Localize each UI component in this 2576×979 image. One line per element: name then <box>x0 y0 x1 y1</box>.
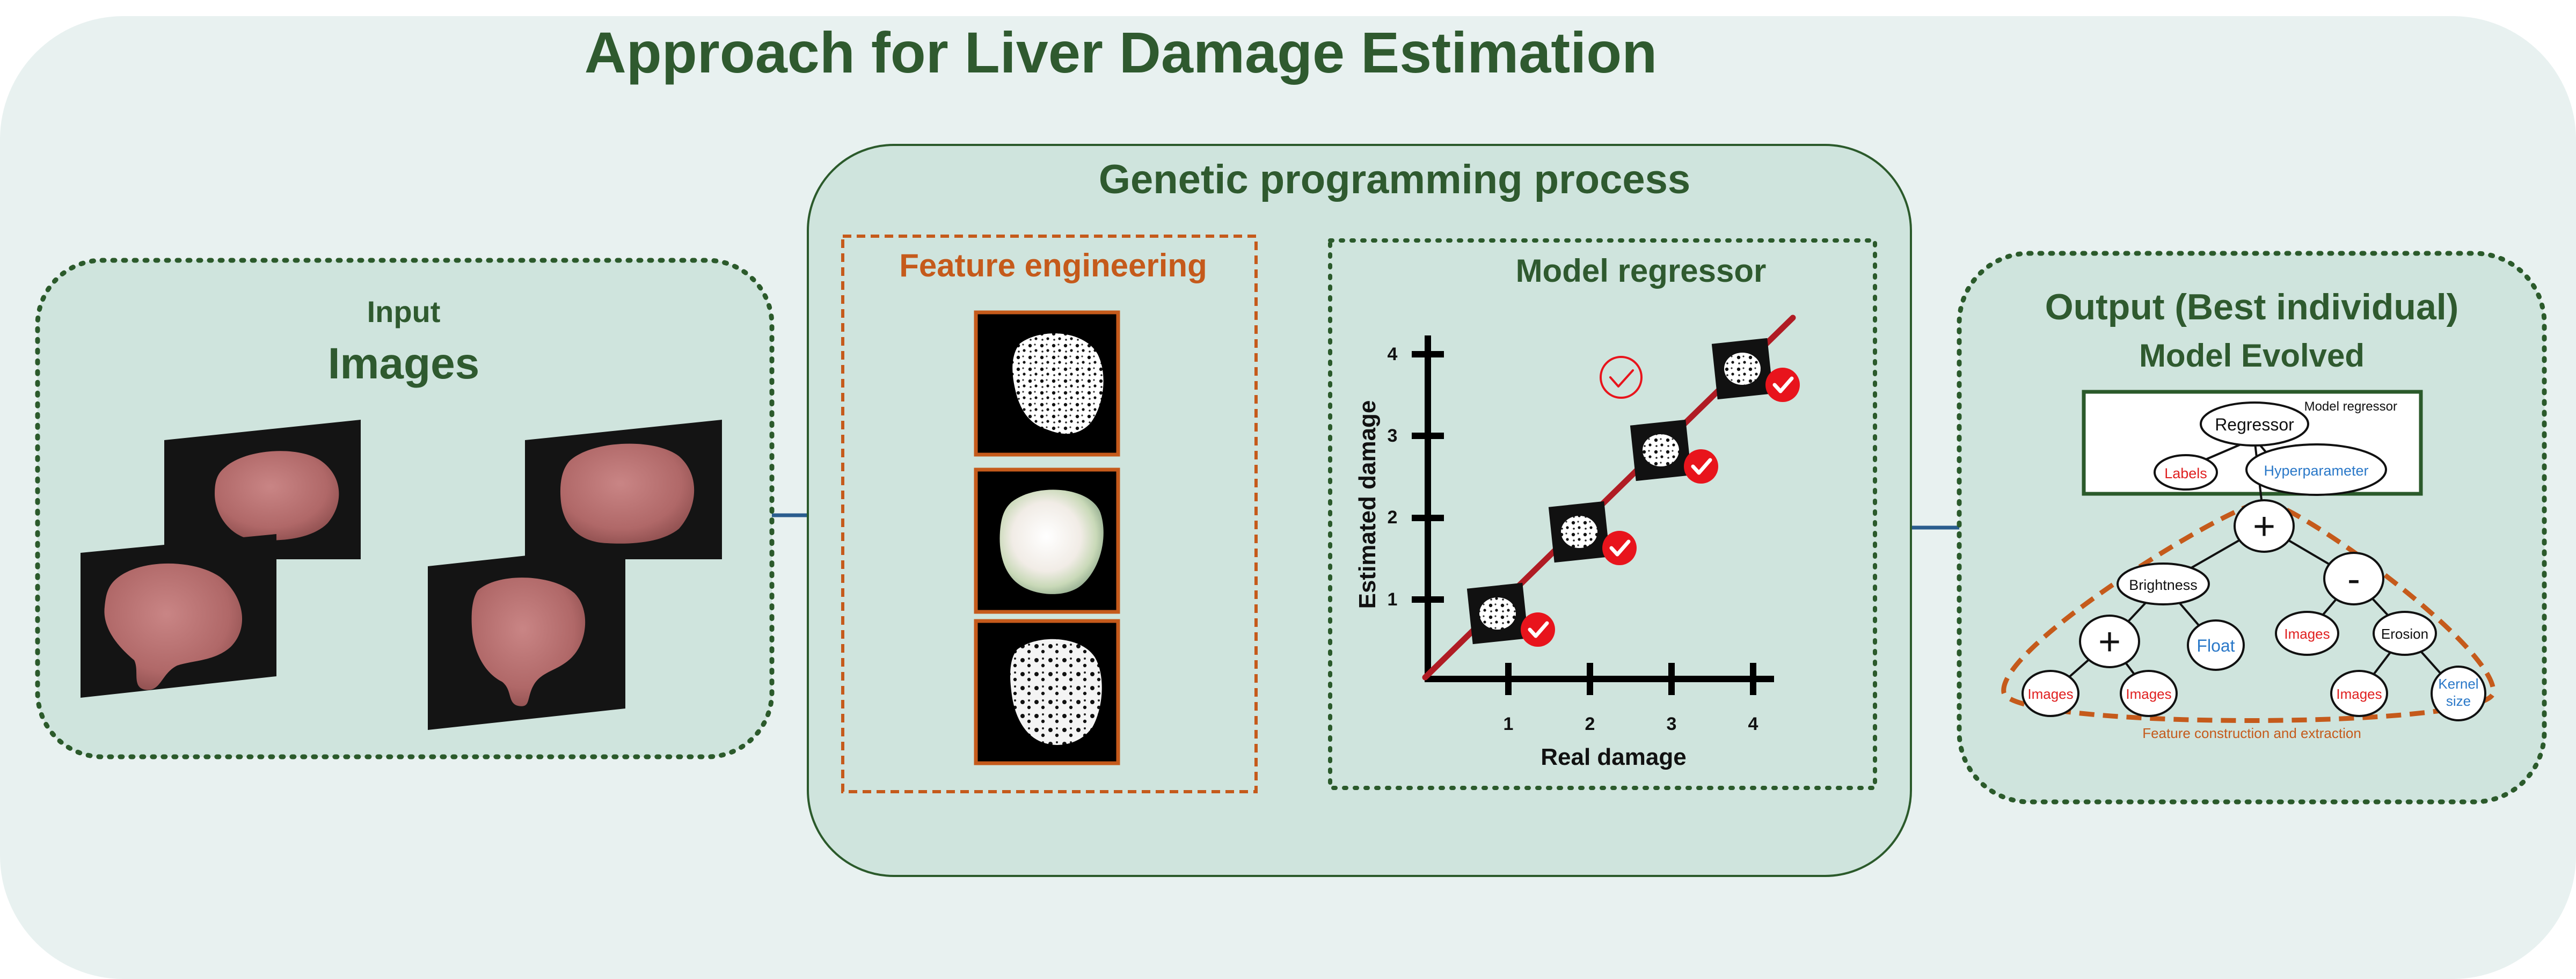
point-liver-texture <box>1724 353 1761 385</box>
labels-node-label: Labels <box>2164 465 2207 481</box>
point-liver-texture <box>1479 597 1516 630</box>
y-tick-label: 1 <box>1388 589 1398 610</box>
float-node <box>2187 619 2245 671</box>
regressor-node-label: Regressor <box>2215 415 2294 434</box>
hyperparameter-node-label: Hyperparameter <box>2264 463 2368 479</box>
kernel-size-node <box>2431 666 2486 721</box>
input-label: Input <box>367 295 441 328</box>
erosion-node-label: Erosion <box>2381 626 2428 642</box>
plus-root-node <box>2234 499 2295 553</box>
images-node-label: Images <box>2126 686 2171 702</box>
minus-node-label: - <box>2347 558 2360 601</box>
x-tick-label: 1 <box>1504 714 1514 734</box>
chart-point <box>1711 338 1800 402</box>
point-liver-texture <box>1643 434 1679 466</box>
y-tick-label: 4 <box>1388 344 1398 364</box>
feature-image-1 <box>974 310 1120 457</box>
regressor-subtree-box: Model regressor Regressor Labels Hyperpa… <box>2082 390 2423 524</box>
brightness-node-label: Brightness <box>2129 577 2198 593</box>
images-node <box>2022 670 2079 717</box>
y-axis-title: Estimated damage <box>1354 400 1381 609</box>
x-tick-label: 4 <box>1748 714 1758 734</box>
y-tick-label: 2 <box>1388 507 1398 528</box>
chart-point <box>1548 501 1637 565</box>
plus-child-node <box>2079 615 2140 668</box>
check-mark-icon <box>1772 376 1794 393</box>
check-badge-icon <box>1521 612 1555 647</box>
check-mark-icon <box>1528 621 1549 638</box>
labels-node <box>2154 454 2218 491</box>
output-subtitle: Model Evolved <box>2139 338 2365 374</box>
hyperparameter-node <box>2245 443 2387 496</box>
kernel-size-label: Kernel <box>2438 676 2478 692</box>
model-regressor-title: Model regressor <box>1516 253 1767 289</box>
images-node-label: Images <box>2027 686 2073 702</box>
gp-title: Genetic programming process <box>1099 157 1690 202</box>
plus-root-label: + <box>2253 505 2275 548</box>
x-tick-label: 2 <box>1585 714 1595 734</box>
liver-image-left-front <box>81 534 276 698</box>
main-title: Approach for Liver Damage Estimation <box>585 20 1657 85</box>
float-node-label: Float <box>2196 636 2235 655</box>
chart-axes <box>1412 335 1774 695</box>
model-regressor-box: Model regressor 1 2 3 4 1 2 3 4 <box>1328 238 1877 790</box>
regressor-node <box>2200 401 2309 447</box>
chart-point <box>1466 582 1555 647</box>
point-liver-texture <box>1561 516 1597 548</box>
feature-region-label: Feature construction and extraction <box>2142 725 2361 741</box>
images-label: Images <box>328 339 480 388</box>
images-node <box>2120 670 2178 717</box>
feature-engineering-title: Feature engineering <box>899 247 1207 283</box>
plus-child-label: + <box>2098 620 2121 663</box>
kernel-size-label: size <box>2446 693 2471 709</box>
gp-panel: Genetic programming process Feature engi… <box>807 144 1912 877</box>
x-axis-title: Real damage <box>1541 744 1686 770</box>
liver-image-left-back <box>164 420 361 559</box>
chart-points <box>1466 338 1800 647</box>
liver-image-right-back <box>525 420 722 559</box>
feature-image-3 <box>974 619 1120 765</box>
images-node-label: Images <box>2284 626 2330 642</box>
check-badge-icon <box>1684 449 1718 484</box>
chart-point <box>1630 419 1718 484</box>
minus-node <box>2323 552 2384 605</box>
feature-engineering-box: Feature engineering <box>841 235 1258 793</box>
erosion-node <box>2373 611 2437 656</box>
y-tick-label: 3 <box>1388 426 1398 446</box>
check-badge-icon <box>1602 531 1637 565</box>
images-node <box>2275 611 2339 656</box>
output-title: Output (Best individual) <box>2045 287 2459 327</box>
x-tick-label: 3 <box>1667 714 1677 734</box>
input-panel: Input Images <box>35 258 775 759</box>
check-mark-icon <box>1691 458 1712 475</box>
feature-image-2 <box>974 467 1120 614</box>
check-badge-icon <box>1765 368 1800 402</box>
outline-check-icon <box>1600 356 1643 399</box>
liver-image-right-front <box>428 545 625 730</box>
check-mark-icon <box>1609 539 1631 557</box>
images-node-label: Images <box>2336 686 2382 702</box>
output-panel: Output (Best individual) Model Evolved M… <box>1957 251 2547 805</box>
brightness-node <box>2117 562 2210 605</box>
regressor-box-label: Model regressor <box>2304 399 2397 414</box>
images-node <box>2330 670 2388 717</box>
